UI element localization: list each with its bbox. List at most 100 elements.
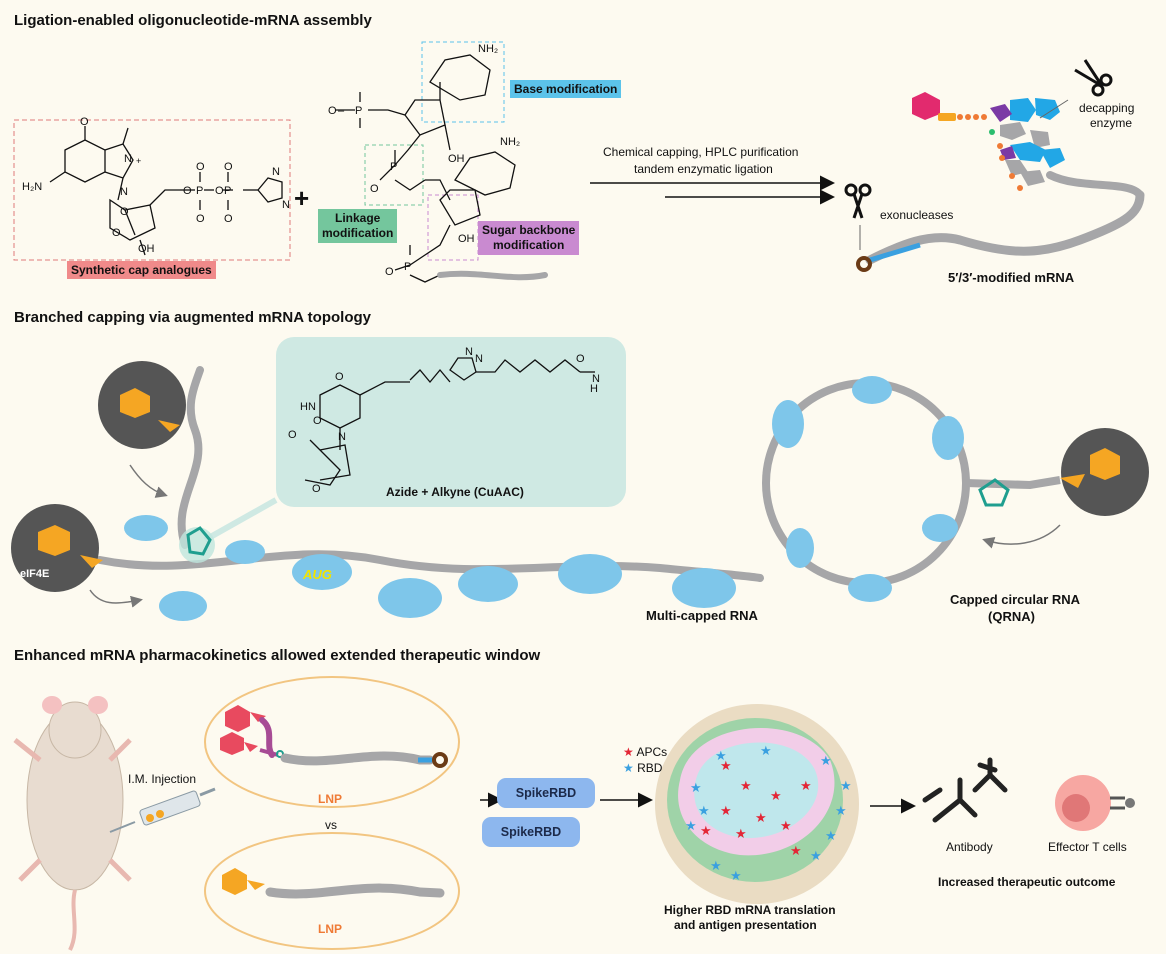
lnp-top-content <box>220 705 448 768</box>
vs-label: vs <box>325 818 337 832</box>
section-title-2: Branched capping via augmented mRNA topo… <box>14 309 371 326</box>
svg-text:O: O <box>196 161 205 173</box>
svg-text:O: O <box>80 116 89 128</box>
tissue-star: ★ <box>760 743 772 758</box>
svg-text:O: O <box>576 353 585 365</box>
capped-circ-label-1: Capped circular RNA <box>950 592 1081 607</box>
t-cell-icon <box>1055 775 1135 831</box>
tissue-star: ★ <box>685 818 697 833</box>
tissue-star: ★ <box>810 848 822 863</box>
antibody-label: Antibody <box>946 840 993 854</box>
svg-text:OH: OH <box>448 153 465 165</box>
decapping-label-2: enzyme <box>1090 116 1133 130</box>
svg-text:N: N <box>465 346 473 358</box>
lnp-bottom-label: LNP <box>318 922 342 936</box>
cap-atoms: O N + H₂N N O O OH O P O P O O O O N N <box>22 116 290 255</box>
plus-sign: + <box>294 183 310 213</box>
svg-text:O: O <box>196 213 205 225</box>
svg-text:O: O <box>215 185 224 197</box>
tissue-star: ★ <box>720 758 732 773</box>
section-title-1: Ligation-enabled oligonucleotide-mRNA as… <box>14 12 372 29</box>
base-mod-box <box>421 41 505 123</box>
tissue-star: ★ <box>710 858 722 873</box>
effector-label: Effector T cells <box>1048 840 1127 854</box>
eif4e-label: eIF4E <box>20 568 50 580</box>
mouse-illustration <box>13 696 132 951</box>
svg-text:O: O <box>120 206 129 218</box>
legend-rbd-text: RBD <box>637 761 663 775</box>
tissue-star: ★ <box>840 778 852 793</box>
scissors-icon-top <box>1074 59 1113 97</box>
lnp-bottom-content <box>222 868 445 899</box>
svg-text:H: H <box>590 383 598 395</box>
spike-rbd-2: SpikeRBD <box>482 817 580 847</box>
assembly-text-1: Chemical capping, HPLC purification <box>603 145 799 159</box>
legend-apcs-text: APCs <box>636 745 668 759</box>
circular-rna <box>762 376 1149 602</box>
svg-text:NH₂: NH₂ <box>478 43 498 55</box>
svg-text:N: N <box>475 353 483 365</box>
tissue-star: ★ <box>720 803 732 818</box>
product-label: 5′/3′-modified mRNA <box>948 270 1075 285</box>
oligo-structure <box>335 54 516 283</box>
svg-text:P: P <box>390 161 397 173</box>
exonucleases-label: exonucleases <box>880 208 954 222</box>
multi-capped-label: Multi-capped RNA <box>646 608 758 623</box>
svg-text:O: O <box>385 266 394 278</box>
linkage-mod-line2: modification <box>322 226 394 240</box>
click-chem-label: Azide + Alkyne (CuAAC) <box>386 485 524 499</box>
decap-inhibit-line <box>1039 99 1069 119</box>
sugar-mod-label: Sugar backbone modification <box>478 221 580 255</box>
svg-text:O: O <box>370 183 379 195</box>
tissue-stars: ★★★★★★★★★★★★★★★★★★★★★★ <box>685 743 852 883</box>
tissue-star: ★ <box>820 753 832 768</box>
tissue-star: ★ <box>790 843 802 858</box>
svg-text:P: P <box>404 261 411 273</box>
click-zoom-line <box>203 497 278 543</box>
svg-text:P: P <box>355 105 362 117</box>
svg-text:O: O <box>288 429 297 441</box>
tissue-star: ★ <box>698 803 710 818</box>
tissue-star: ★ <box>690 780 702 795</box>
aug-label: AUG <box>303 567 332 582</box>
svg-text:O: O <box>313 415 322 427</box>
tissue-star: ★ <box>770 788 782 803</box>
svg-text:N: N <box>338 431 346 443</box>
apcs-star-icon: ★ <box>623 745 634 759</box>
svg-text:O: O <box>183 185 192 197</box>
svg-text:O: O <box>224 161 233 173</box>
capped-circ-label-2: (QRNA) <box>988 609 1035 624</box>
tissue-star: ★ <box>755 810 767 825</box>
tissue-star: ★ <box>800 778 812 793</box>
tissue-star: ★ <box>835 803 847 818</box>
lnp-top <box>204 676 460 808</box>
injection-label: I.M. Injection <box>128 772 197 786</box>
multicap-rna <box>11 361 764 621</box>
svg-text:–: – <box>338 105 345 117</box>
lnp-bottom <box>204 832 460 950</box>
click-structure <box>304 357 595 486</box>
rbd-star-icon: ★ <box>623 761 634 775</box>
assembly-text-2: tandem enzymatic ligation <box>634 162 773 176</box>
svg-text:O: O <box>312 483 321 495</box>
svg-text:N: N <box>120 186 128 198</box>
svg-text:HN: HN <box>300 401 316 413</box>
syringe-icon <box>109 787 216 833</box>
outcome-label: Increased therapeutic outcome <box>938 875 1116 889</box>
base-mod-label: Base modification <box>510 80 622 98</box>
oligo-tail <box>437 270 548 281</box>
tissue-caption-2: and antigen presentation <box>674 918 817 932</box>
tissue-star: ★ <box>780 818 792 833</box>
svg-text:H₂N: H₂N <box>22 181 42 193</box>
svg-text:OH: OH <box>458 233 475 245</box>
product-mrna <box>856 92 1145 272</box>
scissors-icon-bottom <box>844 183 872 219</box>
svg-text:OH: OH <box>138 243 155 255</box>
tissue-star: ★ <box>700 823 712 838</box>
tissue-caption-1: Higher RBD mRNA translation <box>664 903 836 917</box>
svg-text:N: N <box>272 166 280 178</box>
tissue-star: ★ <box>825 828 837 843</box>
legend-apcs: ★ APCs <box>623 745 667 759</box>
